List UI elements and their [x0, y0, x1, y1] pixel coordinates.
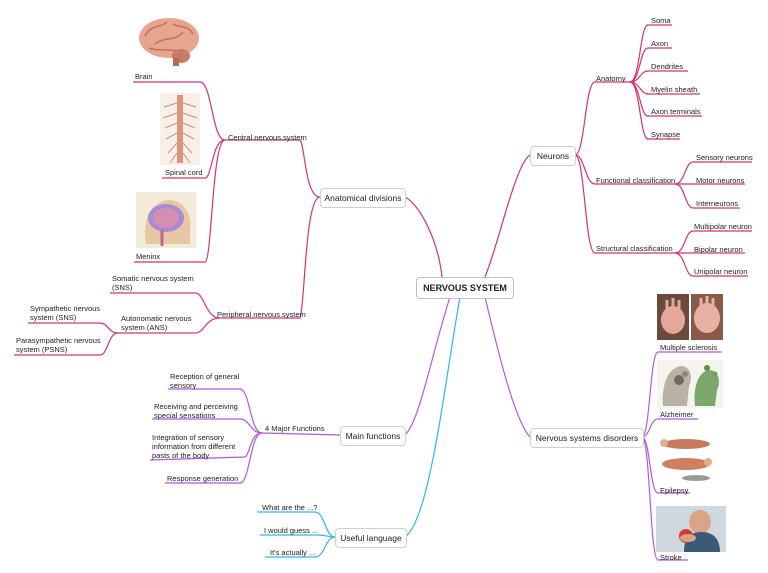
structural-item[interactable]: Multipolar neuron	[694, 222, 752, 231]
autonomic-label[interactable]: Autonomatic nervous system (ANS)	[121, 314, 192, 332]
anatomy-item[interactable]: Soma	[651, 16, 671, 25]
function-item[interactable]: Reception of general sensory	[170, 372, 240, 390]
alzheimer-image	[657, 360, 723, 408]
meninx-label[interactable]: Meninx	[136, 252, 161, 261]
language-item[interactable]: I would guess ...	[264, 526, 319, 535]
anatomy-item[interactable]: Synapse	[651, 130, 681, 139]
parasympathetic-label[interactable]: Parasympathetic nervous system (PSNS)	[16, 336, 101, 354]
neurons-node[interactable]: Neurons	[530, 146, 576, 166]
disorder-item[interactable]: Alzheimer	[660, 410, 694, 419]
anatomical-divisions-node[interactable]: Anatomical divisions	[320, 188, 406, 208]
function-item[interactable]: Receiving and perceiving special sensati…	[154, 402, 238, 420]
functional-item[interactable]: Sensory neurons	[696, 153, 753, 162]
disorder-item[interactable]: Epilepsy	[660, 486, 689, 495]
major-functions-label[interactable]: 4 Major Functions	[265, 424, 325, 433]
functional-item[interactable]: Interneurons	[696, 199, 739, 208]
function-item[interactable]: Response generation	[167, 474, 239, 483]
function-item[interactable]: Integration of sensory information from …	[152, 433, 236, 460]
somatic-label[interactable]: Somatic nervous system (SNS)	[112, 274, 194, 292]
brain-label[interactable]: Brain	[135, 72, 153, 81]
brain-image	[137, 14, 201, 66]
disorder-item[interactable]: Multiple sclerosis	[660, 343, 718, 352]
main-functions-node[interactable]: Main functions	[340, 426, 406, 446]
central-topic[interactable]: NERVOUS SYSTEM	[416, 277, 514, 299]
functional-label[interactable]: Functional classification	[596, 176, 676, 185]
spinal-cord-image	[160, 93, 200, 165]
language-item[interactable]: What are the ...?	[262, 503, 318, 512]
anatomy-item[interactable]: Dendrites	[651, 62, 684, 71]
multiple-sclerosis-image	[657, 294, 723, 340]
meninx-image	[136, 192, 196, 248]
disorder-item[interactable]: Stroke	[660, 553, 682, 562]
anatomy-item[interactable]: Axon	[651, 39, 669, 48]
language-item[interactable]: It's actually ...	[270, 548, 316, 557]
epilepsy-image	[656, 428, 724, 484]
stroke-image	[656, 506, 726, 552]
anatomy-item[interactable]: Myelin sheath	[651, 85, 698, 94]
structural-item[interactable]: Unipolar neuron	[694, 267, 748, 276]
anatomy-label[interactable]: Anatomy	[596, 74, 626, 83]
spinal-cord-label[interactable]: Spinal cord	[165, 168, 203, 177]
functional-item[interactable]: Motor neurons	[696, 176, 745, 185]
anatomy-item[interactable]: Axon terminals	[651, 107, 701, 116]
useful-language-node[interactable]: Useful language	[335, 528, 407, 548]
sympathetic-label[interactable]: Sympathetic nervous system (SNS)	[30, 304, 101, 322]
structural-item[interactable]: Bipolar neuron	[694, 245, 743, 254]
structural-label[interactable]: Structural classification	[596, 244, 673, 253]
pns-label[interactable]: Peripheral nervous system	[217, 310, 306, 319]
disorders-node[interactable]: Nervous systems disorders	[530, 428, 644, 448]
cns-label[interactable]: Central nervous system	[228, 133, 307, 142]
